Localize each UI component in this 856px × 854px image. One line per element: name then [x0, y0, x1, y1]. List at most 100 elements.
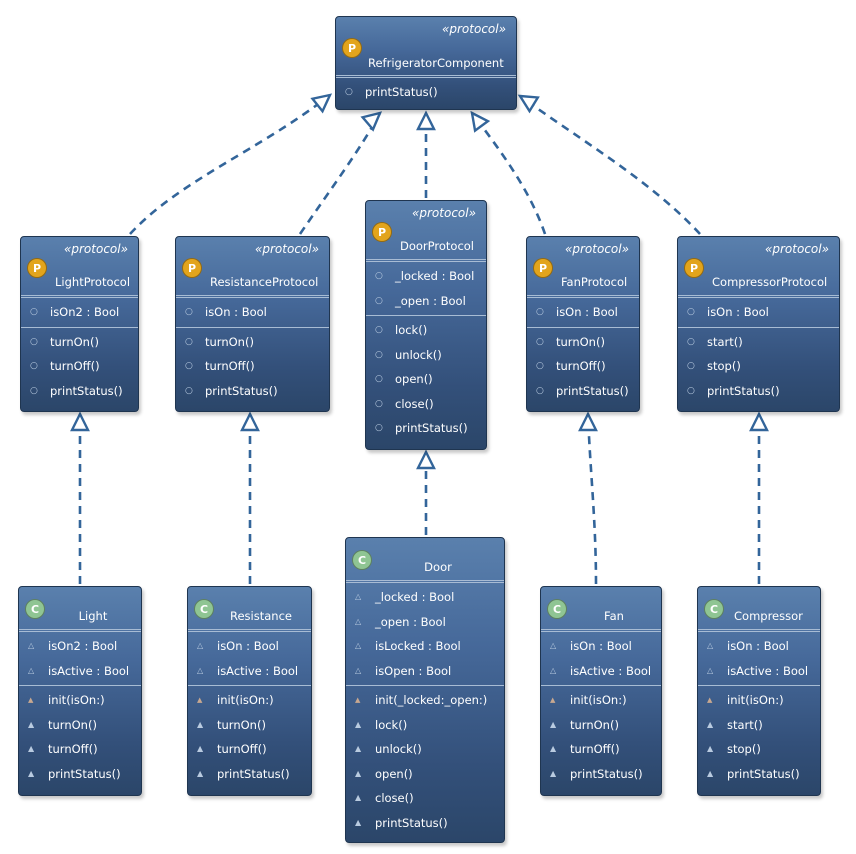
- methods-section: ○lock()○unlock()○open()○close()○printSta…: [366, 316, 486, 441]
- method-row: ▲unlock(): [346, 737, 504, 762]
- method-row: ▲init(isOn:): [698, 688, 820, 713]
- box-header: P«protocol»CompressorProtocol: [678, 237, 839, 295]
- field-row: ○isOn : Bool: [176, 300, 329, 325]
- box-header: P«protocol»DoorProtocol: [366, 201, 486, 259]
- class-badge-icon: C: [352, 550, 372, 570]
- protocol-badge-icon: P: [372, 222, 392, 242]
- header-separator: [541, 629, 661, 632]
- header-separator: [21, 295, 138, 298]
- method-row: ○printStatus(): [336, 80, 516, 105]
- realization-edge-door-to-doorprotocol: [416, 449, 436, 535]
- realization-edge-lightprotocol-to-refrigeratorcomponent: [129, 93, 333, 235]
- protocol-box-compressorprotocol[interactable]: P«protocol»CompressorProtocol○isOn : Boo…: [677, 236, 840, 412]
- dashed-line: [129, 93, 331, 235]
- field-text: isOpen : Bool: [375, 663, 452, 678]
- method-visibility-icon: ▲: [355, 768, 362, 778]
- box-header: P«protocol»FanProtocol: [527, 237, 639, 295]
- field-text: _locked : Bool: [375, 590, 455, 604]
- method-text: close(): [375, 791, 414, 805]
- fields-section: ○_locked : Bool○_open : Bool: [366, 262, 486, 315]
- method-row: ▲turnOn(): [19, 713, 141, 738]
- hollow-arrowhead-icon: [749, 411, 769, 432]
- method-row: ○turnOn(): [21, 330, 138, 355]
- method-visibility-icon: ▲: [707, 768, 714, 778]
- realization-edge-doorprotocol-to-refrigeratorcomponent: [416, 110, 436, 198]
- protocol-box-lightprotocol[interactable]: P«protocol»LightProtocol○isOn2 : Bool○tu…: [20, 236, 139, 412]
- method-row: ▲stop(): [698, 737, 820, 762]
- internal-visibility-icon: △: [197, 641, 204, 650]
- hollow-arrowhead-icon: [416, 449, 436, 470]
- method-text: turnOn(): [48, 717, 97, 732]
- field-text: isActive : Bool: [570, 663, 652, 678]
- method-text: printStatus(): [217, 766, 290, 781]
- method-row: ○turnOn(): [176, 330, 329, 355]
- protocol-box-fanprotocol[interactable]: P«protocol»FanProtocol ○isOn : Bool ○turnO…: [526, 236, 640, 412]
- public-visibility-icon: ○: [375, 295, 383, 306]
- box-title: Door: [424, 560, 452, 574]
- field-row: △ _open : Bool: [346, 610, 504, 635]
- method-text: printStatus(): [727, 766, 800, 781]
- public-visibility-icon: ○: [375, 398, 383, 409]
- field-text: isActive : Bool: [217, 663, 299, 678]
- public-visibility-icon: ○: [375, 271, 383, 281]
- class-badge-icon: C: [704, 599, 724, 619]
- fields-section: △isOn : Bool△isActive : Bool: [541, 632, 661, 685]
- realization-edge-light-to-lightprotocol: [70, 411, 90, 584]
- internal-visibility-icon: △: [550, 641, 557, 650]
- method-row: ▲lock(): [346, 713, 504, 738]
- init-visibility-icon: ▲: [197, 696, 203, 704]
- method-row: ▲printStatus(): [19, 762, 141, 787]
- method-row: ▲printStatus(): [188, 762, 311, 787]
- public-visibility-icon: ○: [687, 361, 695, 371]
- method-row: ○ close(): [366, 392, 486, 417]
- field-row: ○ isOn2 : Bool: [21, 300, 138, 325]
- header-separator: [188, 629, 311, 632]
- realization-edge-fan-to-fanprotocol: [578, 411, 598, 585]
- dashed-line: [586, 413, 598, 585]
- method-visibility-icon: ▲: [197, 719, 204, 729]
- method-text: close(): [395, 396, 434, 411]
- field-row: ○isOn : Bool: [527, 300, 639, 325]
- methods-section: ○printStatus(): [336, 78, 516, 105]
- field-text: isOn2 : Bool: [48, 639, 118, 653]
- method-text: stop(): [727, 742, 761, 756]
- public-visibility-icon: ○: [185, 307, 193, 317]
- public-visibility-icon: ○: [30, 307, 38, 317]
- hollow-arrowhead-icon: [470, 110, 491, 133]
- public-visibility-icon: ○: [375, 423, 383, 433]
- field-row: △isOn : Bool: [698, 634, 820, 659]
- method-text: printStatus(): [707, 383, 780, 398]
- field-text: _open : Bool: [375, 614, 446, 629]
- method-text: turnOn(): [217, 717, 266, 732]
- method-row: ○unlock(): [366, 343, 486, 368]
- method-text: unlock(): [375, 742, 422, 756]
- field-row: ○_open : Bool: [366, 289, 486, 314]
- field-row: △isOpen : Bool: [346, 659, 504, 684]
- box-title: DoorProtocol: [400, 239, 474, 253]
- method-row: ▲ printStatus(): [698, 762, 820, 787]
- method-row: ▲init(_locked:_open:): [346, 688, 504, 713]
- method-row: ▲turnOff(): [188, 737, 311, 762]
- method-text: lock(): [395, 323, 428, 337]
- header-separator: [176, 295, 329, 298]
- protocol-box-resistanceprotocol[interactable]: P«protocol»ResistanceProtocol○isOn : Boo…: [175, 236, 330, 412]
- field-text: isActive : Bool: [48, 663, 130, 678]
- protocol-box-doorprotocol[interactable]: P«protocol»DoorProtocol○_locked : Bool○_…: [365, 200, 487, 450]
- public-visibility-icon: ○: [185, 385, 193, 396]
- init-visibility-icon: ▲: [550, 696, 556, 704]
- header-separator: [698, 629, 820, 632]
- method-row: ▲turnOff(): [19, 737, 141, 762]
- internal-visibility-icon: △: [355, 616, 362, 626]
- method-row: ▲printStatus(): [541, 762, 661, 787]
- method-text: turnOff(): [556, 359, 606, 373]
- method-row: ▲ turnOn(): [188, 713, 311, 738]
- protocol-box-refrigeratorcomponent[interactable]: P«protocol»RefrigeratorComponent○printSt…: [335, 16, 517, 110]
- field-text: isOn2 : Bool: [50, 305, 120, 319]
- method-row: ○turnOff(): [527, 354, 639, 379]
